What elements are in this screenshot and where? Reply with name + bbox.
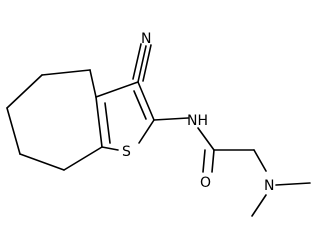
bond-c2-nh xyxy=(153,117,189,121)
structure-canvas: N S NH O N xyxy=(6,31,311,217)
atom-label-carbonyl-o: O xyxy=(200,175,211,191)
atom-label-amide-nh: NH xyxy=(187,113,208,129)
bond-c3a-c7a xyxy=(95,96,103,148)
bond-co-o-2 xyxy=(202,149,206,173)
bond-nitrile-3 xyxy=(132,43,142,80)
bond-ring7-3 xyxy=(6,107,21,155)
bond-s-c7a xyxy=(101,146,119,151)
atom-label-sulfur: S xyxy=(122,144,131,160)
molecule-drawing: N S NH O N xyxy=(6,31,311,217)
bond-ring7-5 xyxy=(63,146,103,171)
bond-ring7-4 xyxy=(19,153,65,171)
bond-c3a-c7a-inner xyxy=(104,102,111,144)
bond-ring7-2 xyxy=(6,74,43,109)
bond-ring7-1 xyxy=(41,69,91,76)
bond-nitrile-2 xyxy=(142,44,152,82)
bond-ring7-6 xyxy=(89,69,97,98)
bond-ch2-n xyxy=(253,149,267,172)
bond-co-o-1 xyxy=(211,149,215,173)
atom-label-amine-n: N xyxy=(264,178,274,194)
bond-c2-s xyxy=(138,119,155,144)
bond-nitrile-1 xyxy=(137,45,147,83)
bond-nh-co xyxy=(197,127,215,151)
bond-n-me2 xyxy=(251,194,267,217)
atom-label-nitrile-n: N xyxy=(141,31,151,47)
bond-c3a-c3 xyxy=(95,81,139,98)
bond-c3-c2-inner xyxy=(133,90,147,120)
bond-n-me1 xyxy=(275,182,311,186)
bond-c3-c2 xyxy=(137,81,155,121)
